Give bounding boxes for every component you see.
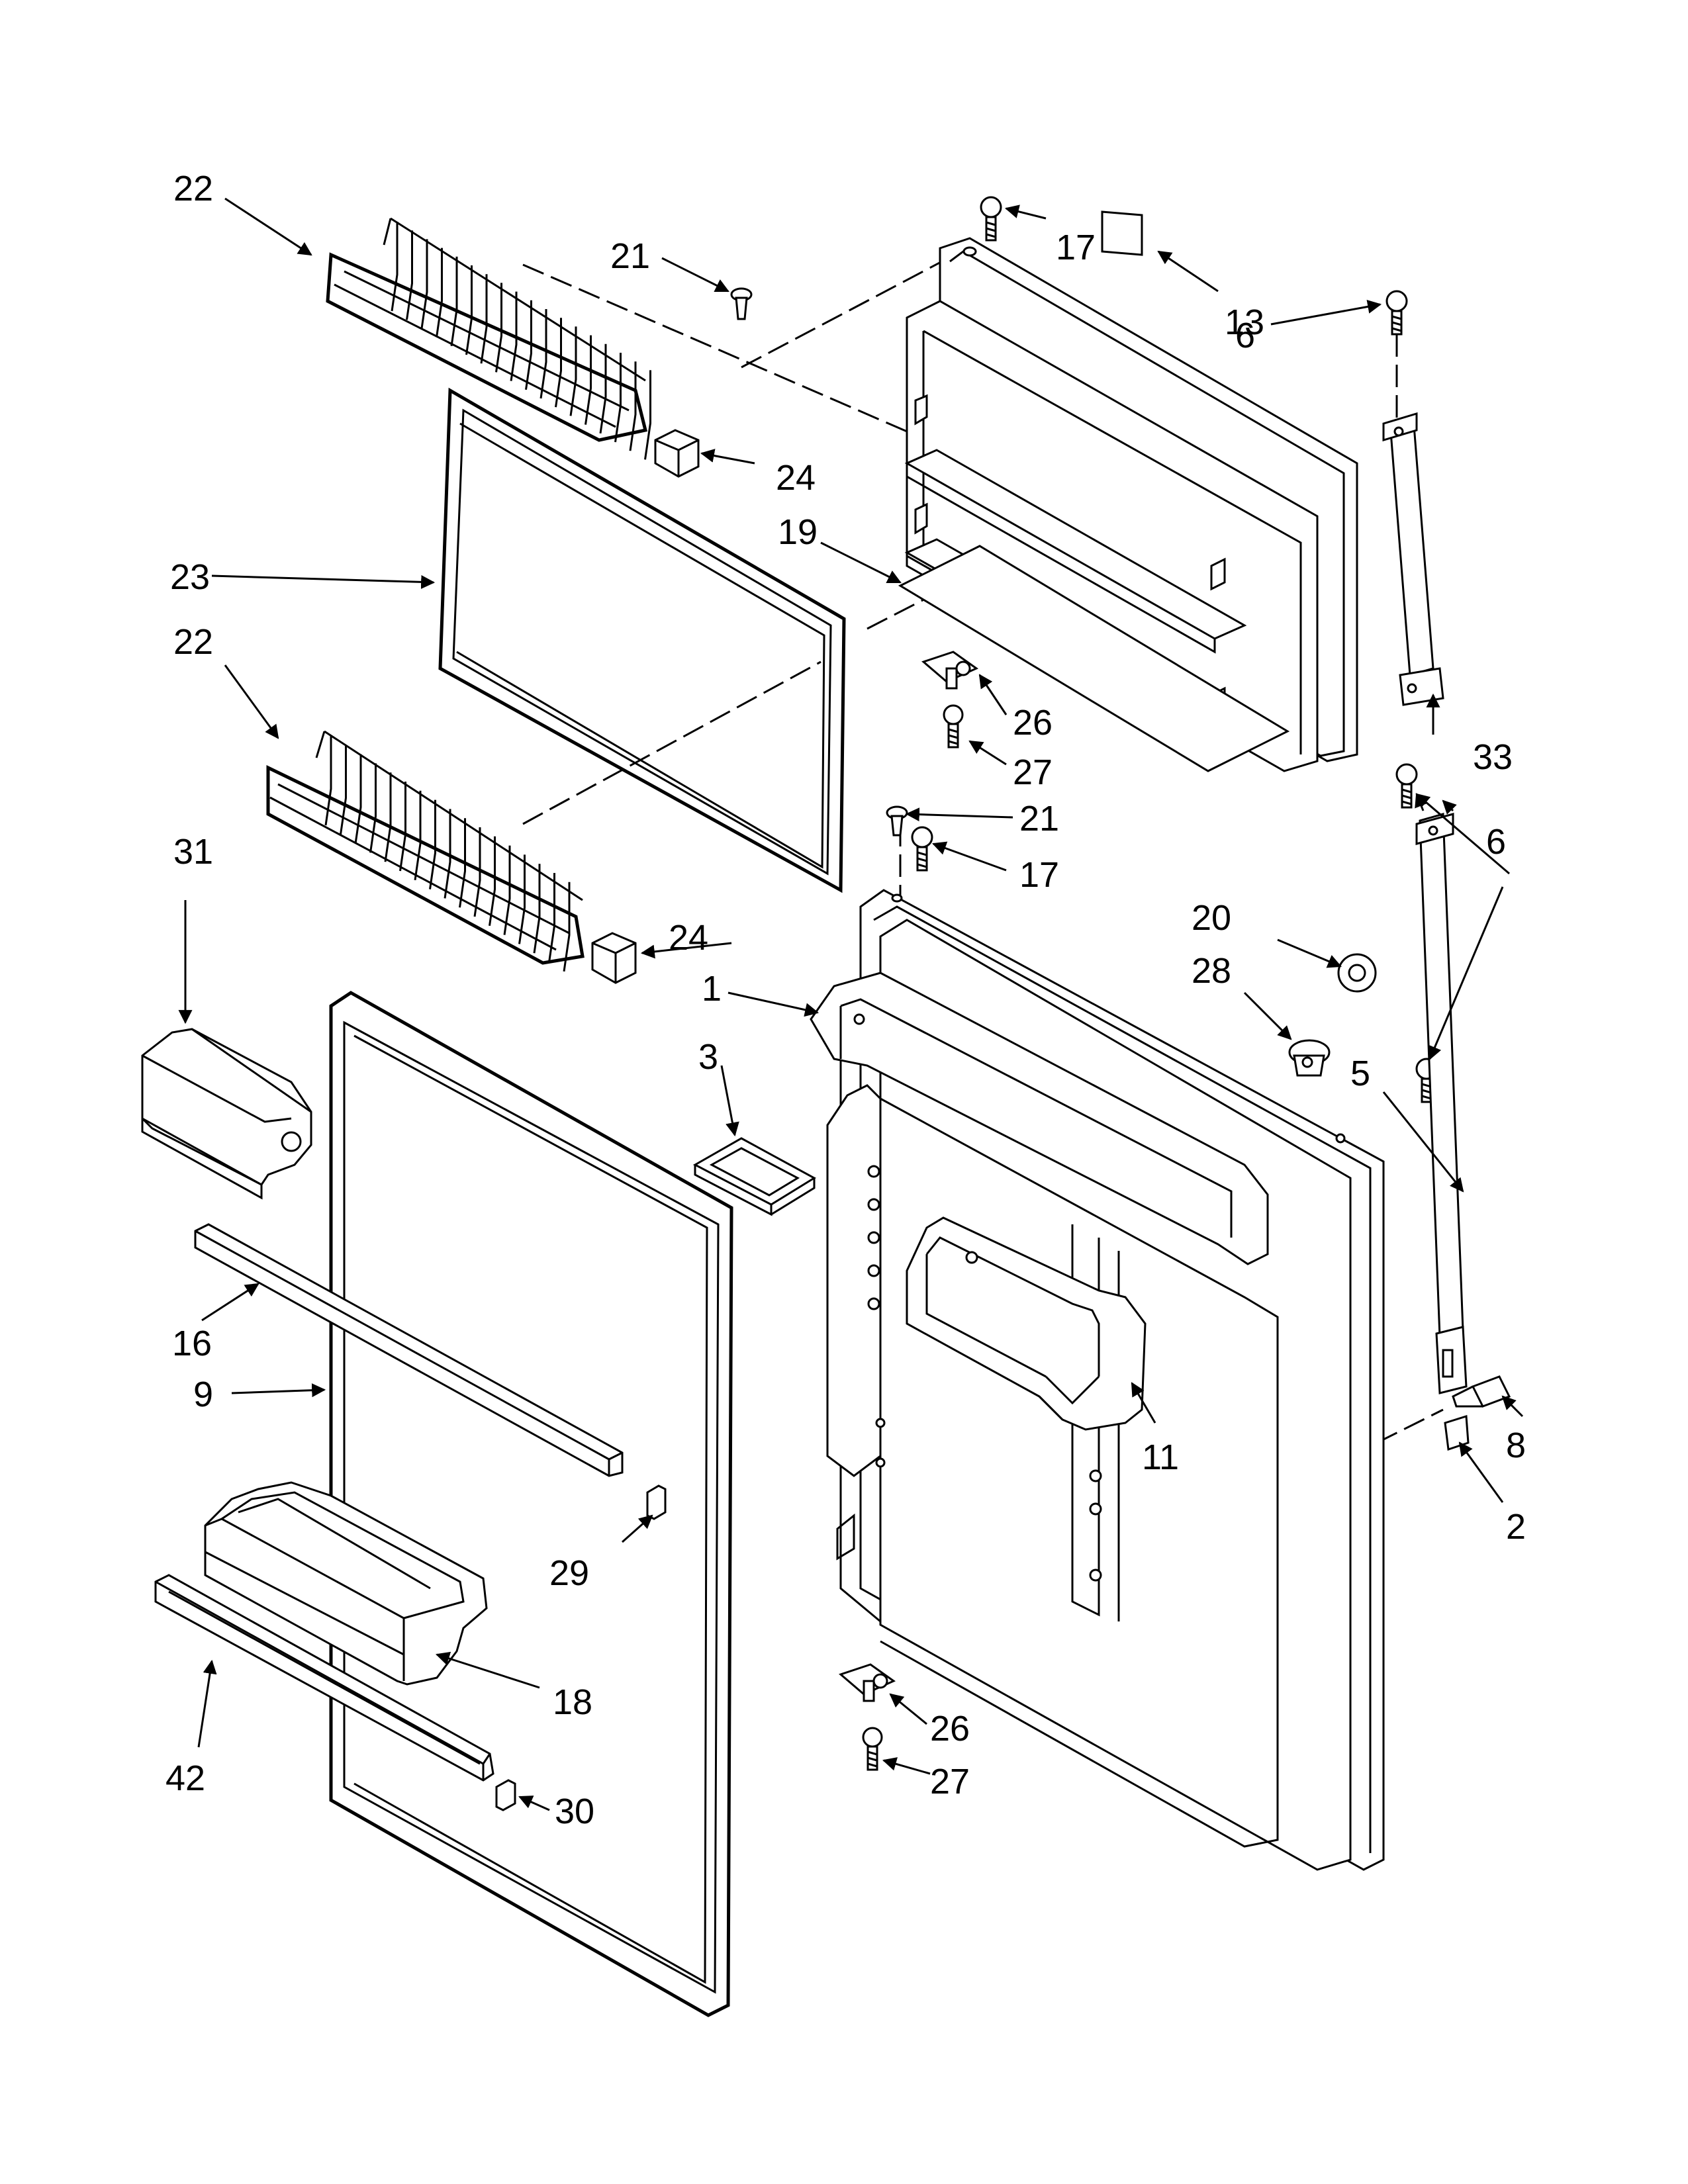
refrigerator-door-gasket: [329, 991, 733, 2017]
callout-21-top: 21: [610, 236, 650, 276]
callout-5: 5: [1350, 1054, 1370, 1093]
leader-lines: [178, 197, 1524, 1811]
callout-9: 9: [193, 1375, 213, 1414]
door-bin-18: [204, 1481, 488, 1686]
hinge-bushing: [1444, 1415, 1470, 1451]
dairy-door-bin: [906, 1216, 1147, 1431]
plug-button-28: [1288, 1039, 1331, 1077]
plug-21-top: [730, 287, 753, 320]
callout-20: 20: [1192, 898, 1231, 938]
callout-6-mid: 6: [1486, 822, 1506, 862]
trim-clip-29: [646, 1484, 667, 1520]
callout-1: 1: [702, 969, 722, 1009]
screw-6-mid: [1395, 763, 1418, 809]
wire-basket-upper: [326, 217, 651, 460]
callout-27-lower: 27: [930, 1762, 970, 1801]
callout-11: 11: [1142, 1437, 1179, 1477]
callout-24-top: 24: [776, 458, 816, 498]
freezer-shelf: [898, 545, 1290, 772]
trim-clip-30: [495, 1779, 516, 1811]
callout-3: 3: [698, 1037, 718, 1077]
callout-17-mid: 17: [1019, 855, 1059, 895]
screw-27-upper: [943, 704, 964, 749]
callout-29: 29: [549, 1553, 589, 1593]
callout-16: 16: [172, 1324, 212, 1363]
hinge-bracket-top: [1382, 412, 1444, 706]
callout-13: 13: [1225, 302, 1264, 342]
callout-2: 2: [1506, 1507, 1526, 1547]
bin-trim-42: [154, 1574, 494, 1782]
label-sticker: [1101, 210, 1143, 256]
screw-27-lower: [862, 1727, 883, 1771]
wire-basket-lower: [266, 730, 585, 972]
door-cap-3: [692, 1137, 816, 1216]
freezer-door: [904, 237, 1358, 772]
callout-42: 42: [165, 1758, 205, 1798]
shelf-trim-16: [194, 1223, 624, 1477]
callout-23: 23: [170, 557, 210, 597]
callout-8: 8: [1506, 1426, 1526, 1465]
callout-22-lower: 22: [173, 622, 213, 662]
callout-24-lower: 24: [669, 918, 708, 958]
freezer-door-gasket: [438, 387, 846, 893]
screw-17-top: [980, 196, 1002, 242]
crisper-cover-31: [141, 1028, 312, 1200]
callout-6-top: 6: [1235, 316, 1255, 355]
callout-26-top: 26: [1013, 703, 1053, 743]
callout-31: 31: [173, 832, 213, 872]
callout-19: 19: [778, 512, 818, 552]
door-stop-20: [1337, 953, 1377, 993]
callout-17-top: 17: [1056, 228, 1096, 267]
callout-18: 18: [553, 1682, 592, 1722]
callout-22-top: 22: [173, 169, 213, 208]
callout-33: 33: [1473, 737, 1513, 777]
callout-27-top: 27: [1013, 752, 1053, 792]
callout-21-mid: 21: [1019, 799, 1059, 839]
hinge-pin-26-lower: [839, 1663, 896, 1702]
callout-labels: 22 21 17 13 6 24 23 19 22 26 27 33 21 17…: [165, 169, 1526, 1831]
screw-17-mid: [911, 826, 933, 872]
callout-30: 30: [555, 1792, 594, 1831]
callout-26-lower: 26: [930, 1709, 970, 1749]
hinge-pin-26-upper: [921, 651, 979, 690]
shelf-clip-lower: [591, 932, 637, 984]
screw-6-top: [1385, 290, 1408, 336]
plug-21-mid: [886, 805, 908, 837]
callout-28: 28: [1192, 951, 1231, 991]
hinge-bracket-bottom: [1415, 813, 1468, 1394]
shelf-clip-upper: [654, 429, 700, 478]
